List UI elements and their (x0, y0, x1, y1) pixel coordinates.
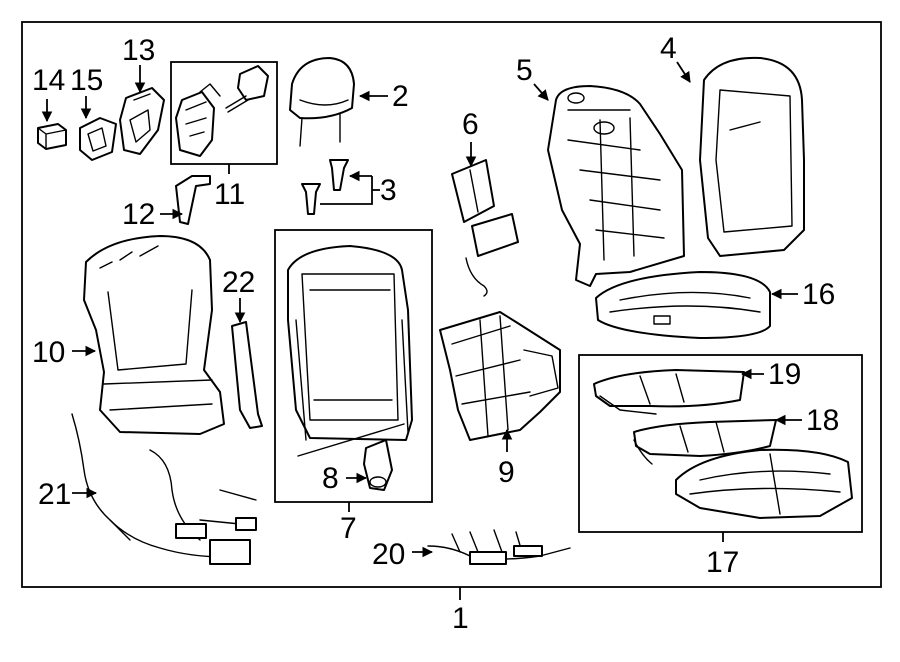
recliner-motor-part (363, 439, 393, 491)
seat-back-trim-strip-part (231, 321, 263, 429)
leader-5 (533, 83, 549, 101)
callout-17: 17 (706, 546, 739, 579)
seat-cushion-cover-part (595, 271, 771, 339)
headrest-guide-assembly-part (175, 65, 269, 157)
leader-3 (320, 176, 373, 205)
callout-9: 9 (498, 456, 515, 489)
callout-12: 12 (122, 198, 155, 231)
callout-14: 14 (32, 64, 65, 97)
heater-module-part (451, 159, 519, 297)
seat-back-cover-part (699, 56, 805, 257)
cushion-group-box (578, 354, 863, 533)
callout-7: 7 (340, 512, 357, 545)
cushion-cover-part (675, 448, 853, 519)
seat-back-frame-part (287, 245, 413, 457)
cushion-heater-part (593, 369, 745, 415)
lumbar-harness-part (427, 529, 571, 565)
headrest-guide-box (170, 61, 278, 165)
seat-cover-bracket-part (119, 87, 165, 155)
trim-bezel-part (79, 117, 117, 161)
callout-1: 1 (452, 602, 469, 635)
callout-10: 10 (32, 336, 65, 369)
callout-13: 13 (122, 34, 155, 67)
seat-back-panel-part (83, 235, 225, 435)
callout-20: 20 (372, 538, 405, 571)
callout-18: 18 (806, 404, 839, 437)
callout-3: 3 (380, 174, 397, 207)
cushion-pad-part (633, 419, 777, 465)
callout-6: 6 (462, 108, 479, 141)
recliner-assembly-part (439, 311, 561, 441)
callout-16: 16 (802, 278, 835, 311)
callout-4: 4 (660, 32, 677, 65)
callout-15: 15 (70, 64, 103, 97)
diagram-border (21, 21, 882, 588)
callout-2: 2 (392, 80, 409, 113)
callout-8: 8 (322, 462, 339, 495)
headrest-part (289, 57, 355, 147)
callout-19: 19 (768, 358, 801, 391)
callout-11: 11 (214, 178, 245, 211)
callout-5: 5 (516, 54, 533, 87)
seat-back-pad-part (547, 85, 685, 287)
connector-clip-part (37, 123, 67, 150)
callout-22: 22 (222, 266, 255, 299)
headrest-guide-pins-part (301, 159, 349, 215)
seat-back-frame-box (274, 229, 433, 503)
callout-21: 21 (38, 478, 71, 511)
leader-4 (676, 61, 691, 83)
wiring-harness-part (71, 413, 257, 565)
mounting-bracket-part (175, 175, 211, 225)
